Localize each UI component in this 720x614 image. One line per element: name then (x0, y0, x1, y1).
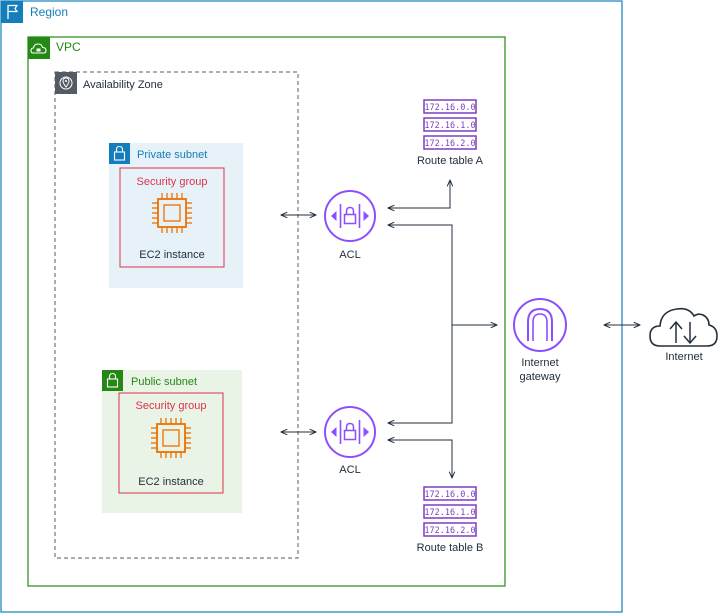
security-group-label: Security group (136, 400, 207, 412)
internet-gateway-label-line1: Internet (521, 357, 558, 369)
route-entry: 172.16.2.0 (424, 139, 475, 149)
vpc-border (27, 36, 506, 587)
ec2-instance-icon (152, 193, 192, 233)
acl-label: ACL (339, 249, 360, 261)
arrow-acl-route-table-b (388, 440, 452, 478)
route-table-a: 172.16.0.0 172.16.1.0 172.16.2.0 Route t… (417, 99, 484, 167)
private-subnet-bg (109, 143, 243, 288)
availability-zone-label: Availability Zone (83, 79, 163, 91)
network-acl-icon (324, 190, 376, 242)
cloud-lock-icon (30, 43, 47, 54)
availability-zone-border (54, 71, 299, 559)
route-table-icon (423, 99, 477, 150)
network-acl-icon (324, 406, 376, 458)
private-subnet-label: Private subnet (137, 149, 207, 161)
ec2-instance-icon (151, 418, 191, 458)
route-entry: 172.16.2.0 (424, 526, 475, 536)
route-entry: 172.16.1.0 (424, 508, 475, 518)
route-table-label: Route table B (417, 542, 484, 554)
region-group: Region (0, 0, 623, 613)
availability-zone-group: Availability Zone (54, 71, 299, 559)
security-group-label: Security group (137, 176, 208, 188)
public-subnet-bg (102, 370, 242, 513)
vpc-label: VPC (56, 40, 81, 54)
acl-top: ACL (324, 190, 376, 261)
security-group-border (118, 392, 224, 494)
ec2-instance-label: EC2 instance (138, 476, 203, 488)
route-entry: 172.16.1.0 (424, 121, 475, 131)
security-group-border (119, 167, 225, 268)
public-subnet: Public subnet Security group EC2 instanc… (102, 370, 242, 513)
vpc-group: VPC (27, 36, 506, 587)
ec2-instance-label: EC2 instance (139, 249, 204, 261)
internet-gateway-label-line2: gateway (520, 371, 561, 383)
route-table-icon (423, 486, 477, 537)
lock-icon (113, 145, 126, 161)
internet: Internet (649, 307, 718, 363)
internet-gateway: Internet gateway (513, 298, 567, 383)
lock-icon (106, 372, 119, 388)
internet-label: Internet (665, 351, 702, 363)
region-border (0, 0, 623, 613)
route-table-label: Route table A (417, 155, 484, 167)
cloud-upload-download-icon (649, 307, 718, 347)
location-pin-icon (59, 76, 73, 90)
public-subnet-label: Public subnet (131, 376, 197, 388)
route-table-b: 172.16.0.0 172.16.1.0 172.16.2.0 Route t… (417, 486, 484, 554)
private-subnet: Private subnet Security group EC2 instan… (109, 143, 243, 288)
arrow-acl-bottom-trunk (388, 325, 453, 423)
region-label: Region (30, 5, 68, 19)
flag-icon (7, 4, 19, 19)
internet-gateway-icon (513, 298, 567, 352)
route-entry: 172.16.0.0 (424, 103, 475, 113)
availability-zone-icon-box (55, 72, 77, 94)
route-entry: 172.16.0.0 (424, 490, 475, 500)
arrow-acl-top-trunk (388, 225, 453, 325)
arrow-acl-route-table-a (388, 180, 450, 208)
acl-label: ACL (339, 464, 360, 476)
connectors (281, 180, 640, 478)
acl-bottom: ACL (324, 406, 376, 476)
vpc-icon-box (28, 37, 50, 59)
